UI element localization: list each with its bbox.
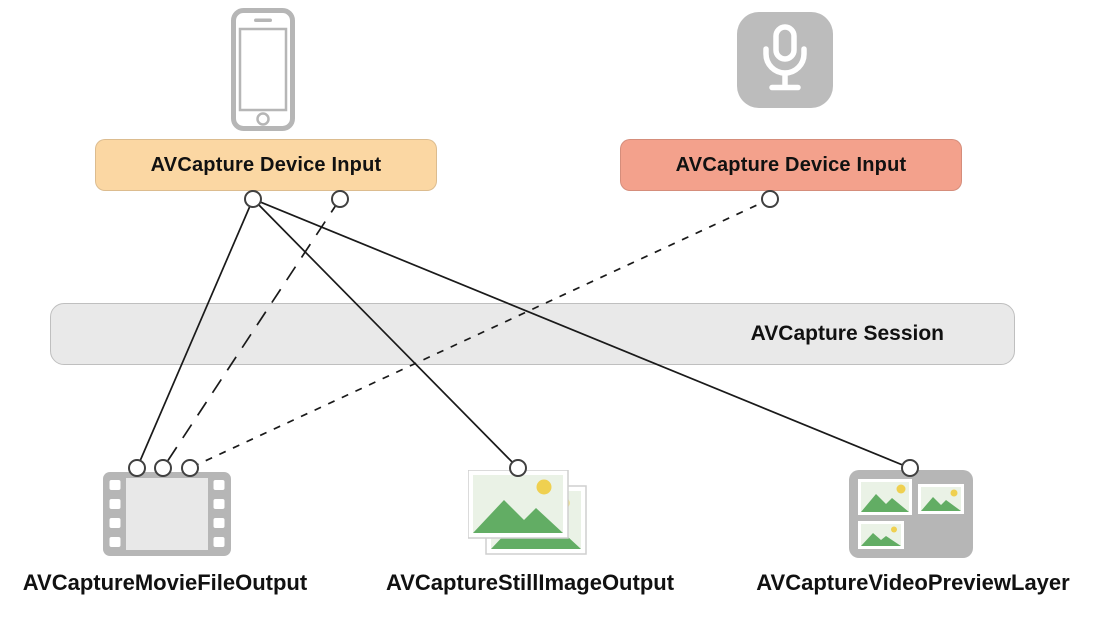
connection-port — [761, 190, 779, 208]
iphone-icon — [231, 8, 295, 131]
audio-device-input-label: AVCapture Device Input — [675, 153, 907, 176]
connection-port — [331, 190, 349, 208]
photo-stack-icon — [468, 470, 587, 555]
movie-file-output-label: AVCaptureMovieFileOutput — [22, 570, 308, 595]
film-strip-icon — [103, 472, 231, 556]
connection-port — [244, 190, 262, 208]
capture-session-label: AVCapture Session — [750, 322, 944, 345]
audio-device-input-box: AVCapture Device Input — [620, 139, 962, 191]
microphone-icon — [737, 12, 833, 108]
capture-session-bar: AVCapture Session — [50, 303, 1015, 365]
video-preview-layer-label: AVCaptureVideoPreviewLayer — [756, 570, 1070, 595]
video-device-input-label: AVCapture Device Input — [150, 153, 382, 176]
video-preview-icon — [849, 470, 973, 558]
still-image-output-label: AVCaptureStillImageOutput — [385, 570, 675, 595]
video-device-input-box: AVCapture Device Input — [95, 139, 437, 191]
